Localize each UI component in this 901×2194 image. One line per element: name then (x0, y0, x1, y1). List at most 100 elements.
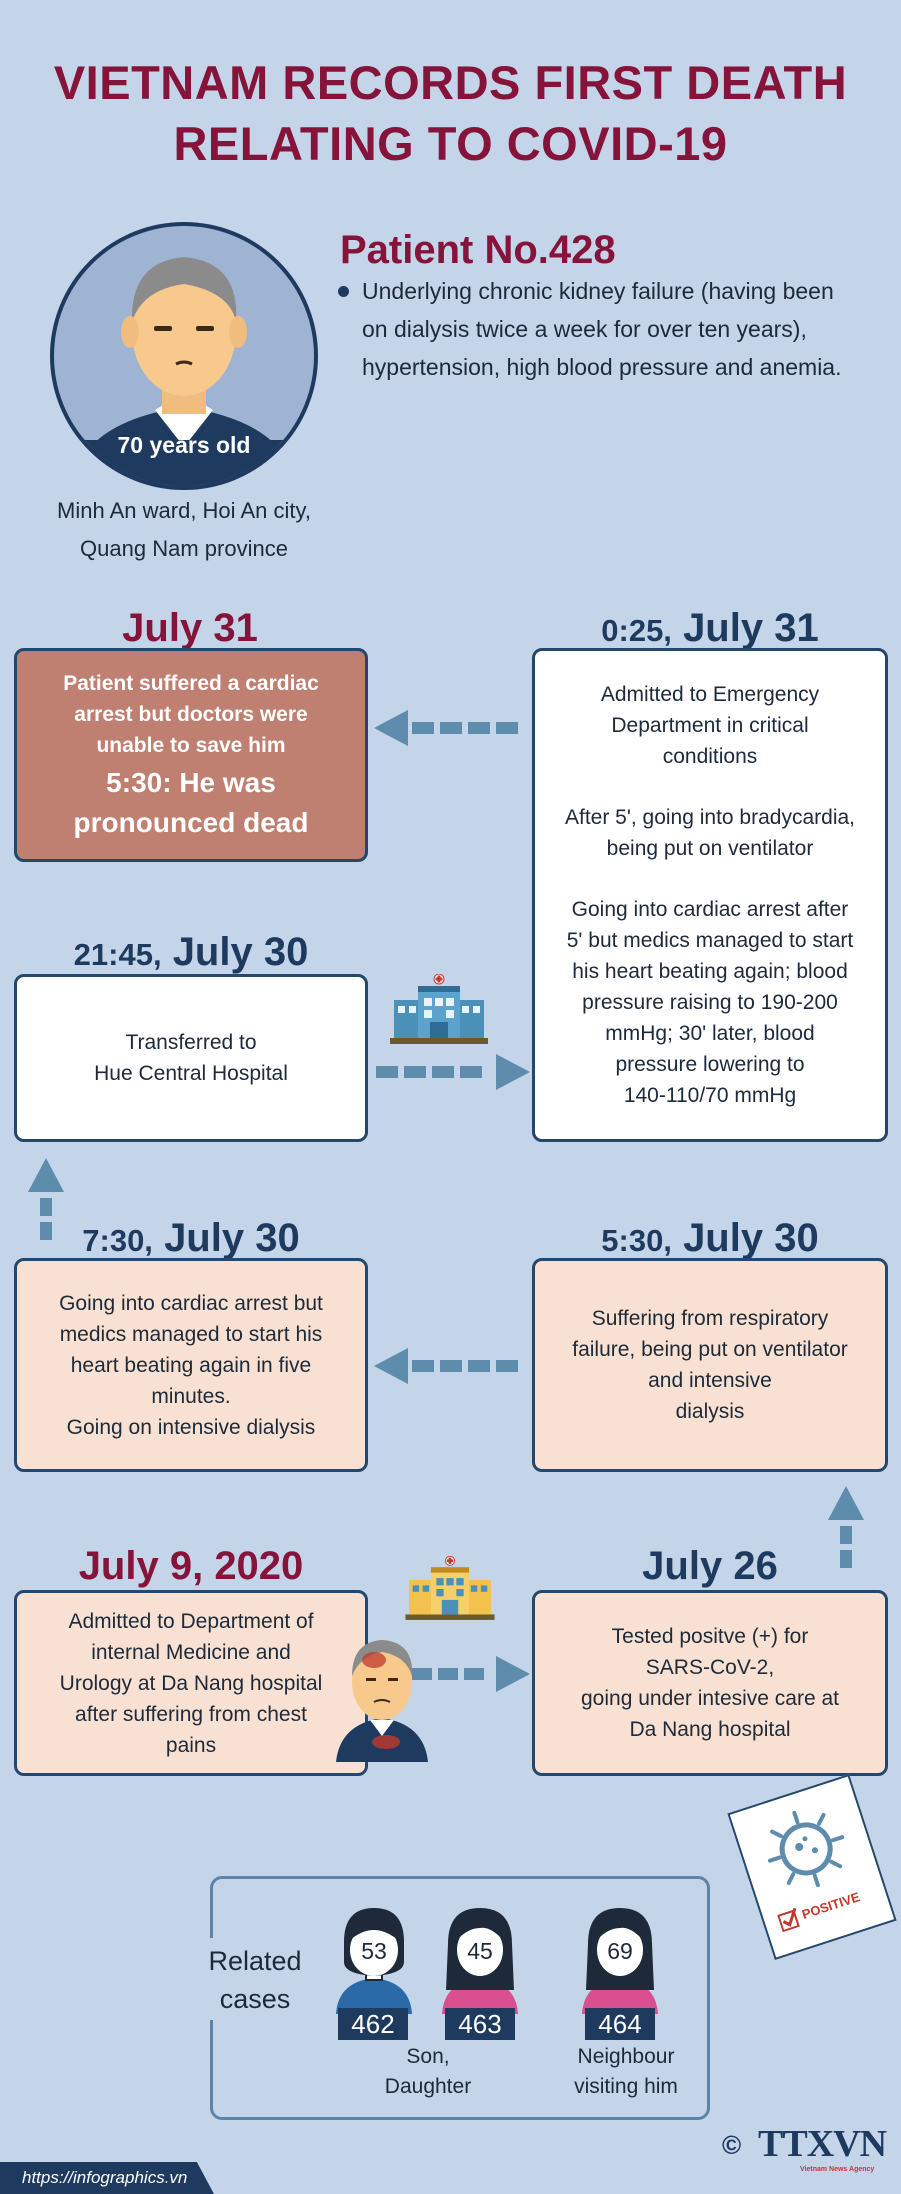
emergency-p3-line1: Going into cardiac arrest after (571, 898, 849, 921)
checkbox-checked-icon (777, 1907, 800, 1933)
tested-line2: SARS-CoV-2, (645, 1656, 775, 1679)
transfer-time: 21:45, (73, 937, 162, 972)
patient-location-line1: Minh An ward, Hoi An city, (57, 498, 311, 523)
caption1-line1: Son, (406, 2045, 450, 2068)
transfer-line1: Transferred to (125, 1031, 257, 1054)
ttxvn-logo: TTXVN (758, 2123, 887, 2165)
arrest-0730-line5: Going on intensive dialysis (66, 1415, 316, 1439)
arrow-up-icon-2 (828, 1486, 864, 1568)
arrow-up-icon (28, 1158, 64, 1240)
bullet-dot-icon (338, 286, 349, 297)
related-label-line2: cases (219, 1984, 291, 2014)
admitted-line2: internal Medicine and (91, 1640, 291, 1664)
emergency-p1-line3: conditions (662, 745, 758, 768)
caption2-line1: Neighbour (577, 2045, 675, 2068)
arrest-0730-box: Going into cardiac arrest but medics man… (14, 1258, 368, 1472)
daughter-age: 45 (467, 1938, 493, 1964)
respiratory-0530-line3: and intensive (648, 1369, 772, 1392)
elderly-man-avatar-icon (50, 222, 318, 490)
arrow-left-icon (374, 710, 518, 746)
respiratory-0530-time: 5:30, (601, 1223, 672, 1258)
transfer-day: July 30 (172, 930, 309, 974)
emergency-p1-line1: Admitted to Emergency (600, 683, 820, 706)
neighbour-avatar-icon (582, 1908, 658, 2014)
son-avatar-icon (336, 1908, 412, 2014)
emergency-date: 0:25, July 31 (532, 606, 888, 651)
arrow-left-icon-2 (374, 1348, 518, 1384)
patient-description-line3: hypertension, high blood pressure and an… (362, 354, 842, 380)
tested-line4: Da Nang hospital (629, 1718, 791, 1741)
emergency-box: Admitted to Emergency Department in crit… (532, 648, 888, 1142)
respiratory-0530-line4: dialysis (675, 1400, 745, 1423)
caption2-line2: visiting him (574, 2075, 678, 2098)
patient-location-line2: Quang Nam province (80, 536, 288, 561)
admitted-box: Admitted to Department of internal Medic… (14, 1590, 368, 1776)
patient-name: Patient No.428 (340, 228, 616, 272)
arrest-0730-line2: medics managed to start his (59, 1322, 323, 1346)
daughter-case-number: 463 (445, 2008, 515, 2040)
respiratory-0530-line2: failure, being put on ventilator (572, 1338, 848, 1361)
emergency-p3-line6: pressure lowering to (615, 1053, 805, 1076)
death-line1: Patient suffered a cardiac (63, 671, 319, 695)
emergency-p1-line2: Department in critical (611, 714, 809, 737)
footer-url-bar: https://infographics.vn (0, 2162, 214, 2194)
death-line3: unable to save him (96, 733, 286, 757)
arrow-right-icon-2 (412, 1656, 530, 1692)
son-daughter-caption: Son, Daughter (348, 2042, 508, 2102)
emergency-p2-line2: being put on ventilator (606, 837, 814, 860)
death-line2: arrest but doctors were (74, 702, 308, 726)
related-label-line1: Related (208, 1946, 302, 1976)
admitted-line4: after suffering from chest (75, 1702, 307, 1726)
arrest-0730-line1: Going into cardiac arrest but (59, 1291, 323, 1315)
arrest-0730-date: 7:30, July 30 (14, 1216, 368, 1261)
transfer-date: 21:45, July 30 (14, 930, 368, 975)
footer-url[interactable]: https://infographics.vn (22, 2168, 188, 2187)
tested-line3: going under intesive care at (581, 1687, 839, 1710)
caption1-line2: Daughter (384, 2075, 472, 2098)
page-title-line2: RELATING TO COVID-19 (173, 117, 728, 170)
daughter-avatar-icon (442, 1908, 518, 2014)
emergency-time: 0:25, (601, 613, 672, 648)
transfer-line2: Hue Central Hospital (94, 1062, 288, 1085)
hospital-icon-2 (405, 1556, 495, 1620)
patient-age: 70 years old (117, 432, 251, 458)
positive-label: POSITIVE (799, 1889, 862, 1922)
related-label: Related cases (196, 1942, 314, 2018)
emergency-p3-line4: pressure raising to 190-200 (582, 991, 838, 1014)
son-age: 53 (361, 1938, 387, 1964)
arrest-0730-line3: heart beating again in five (70, 1353, 312, 1377)
emergency-p3-line3: his heart beating again; blood (572, 960, 848, 983)
arrest-0730-time: 7:30, (82, 1223, 153, 1258)
transfer-box: Transferred to Hue Central Hospital (14, 974, 368, 1142)
tested-date: July 26 (642, 1544, 778, 1588)
respiratory-0530-box: Suffering from respiratory failure, bein… (532, 1258, 888, 1472)
ttxvn-logo-subtitle: Vietnam News Agency (800, 2166, 875, 2173)
test-result-document: POSITIVE (727, 1773, 897, 1961)
page-title-line1: VIETNAM RECORDS FIRST DEATH (53, 56, 848, 109)
emergency-p3-line5: mmHg; 30' later, blood (605, 1022, 815, 1045)
emergency-day: July 31 (683, 606, 819, 650)
death-highlight1: 5:30: He was (106, 766, 276, 798)
emergency-p3-line7: 140-110/70 mmHg (623, 1084, 797, 1107)
emergency-p2-line1: After 5', going into bradycardia, (564, 806, 855, 829)
virus-icon (767, 1810, 845, 1888)
copyright-symbol: © (722, 2130, 742, 2160)
admitted-line1: Admitted to Department of (68, 1609, 314, 1633)
death-highlight2: pronounced dead (73, 806, 309, 838)
son-case-number: 462 (338, 2008, 408, 2040)
respiratory-0530-date: 5:30, July 30 (532, 1216, 888, 1261)
arrest-0730-line4: minutes. (151, 1384, 231, 1408)
admitted-date: July 9, 2020 (78, 1544, 304, 1588)
respiratory-0530-day: July 30 (683, 1216, 819, 1260)
admitted-line5: pains (165, 1733, 217, 1757)
neighbour-age: 69 (607, 1938, 633, 1964)
admitted-line3: Urology at Da Nang hospital (59, 1671, 323, 1695)
patient-description-line2: on dialysis twice a week for over ten ye… (362, 316, 807, 342)
hospital-icon (390, 974, 488, 1044)
tested-line1: Tested positve (+) for (611, 1625, 809, 1648)
arrow-right-icon (376, 1054, 530, 1090)
frame-label-gap (196, 1938, 294, 2020)
sick-patient-icon (336, 1640, 428, 1762)
patient-description-line1: Underlying chronic kidney failure (havin… (362, 278, 834, 304)
tested-box: Tested positve (+) for SARS-CoV-2, going… (532, 1590, 888, 1776)
